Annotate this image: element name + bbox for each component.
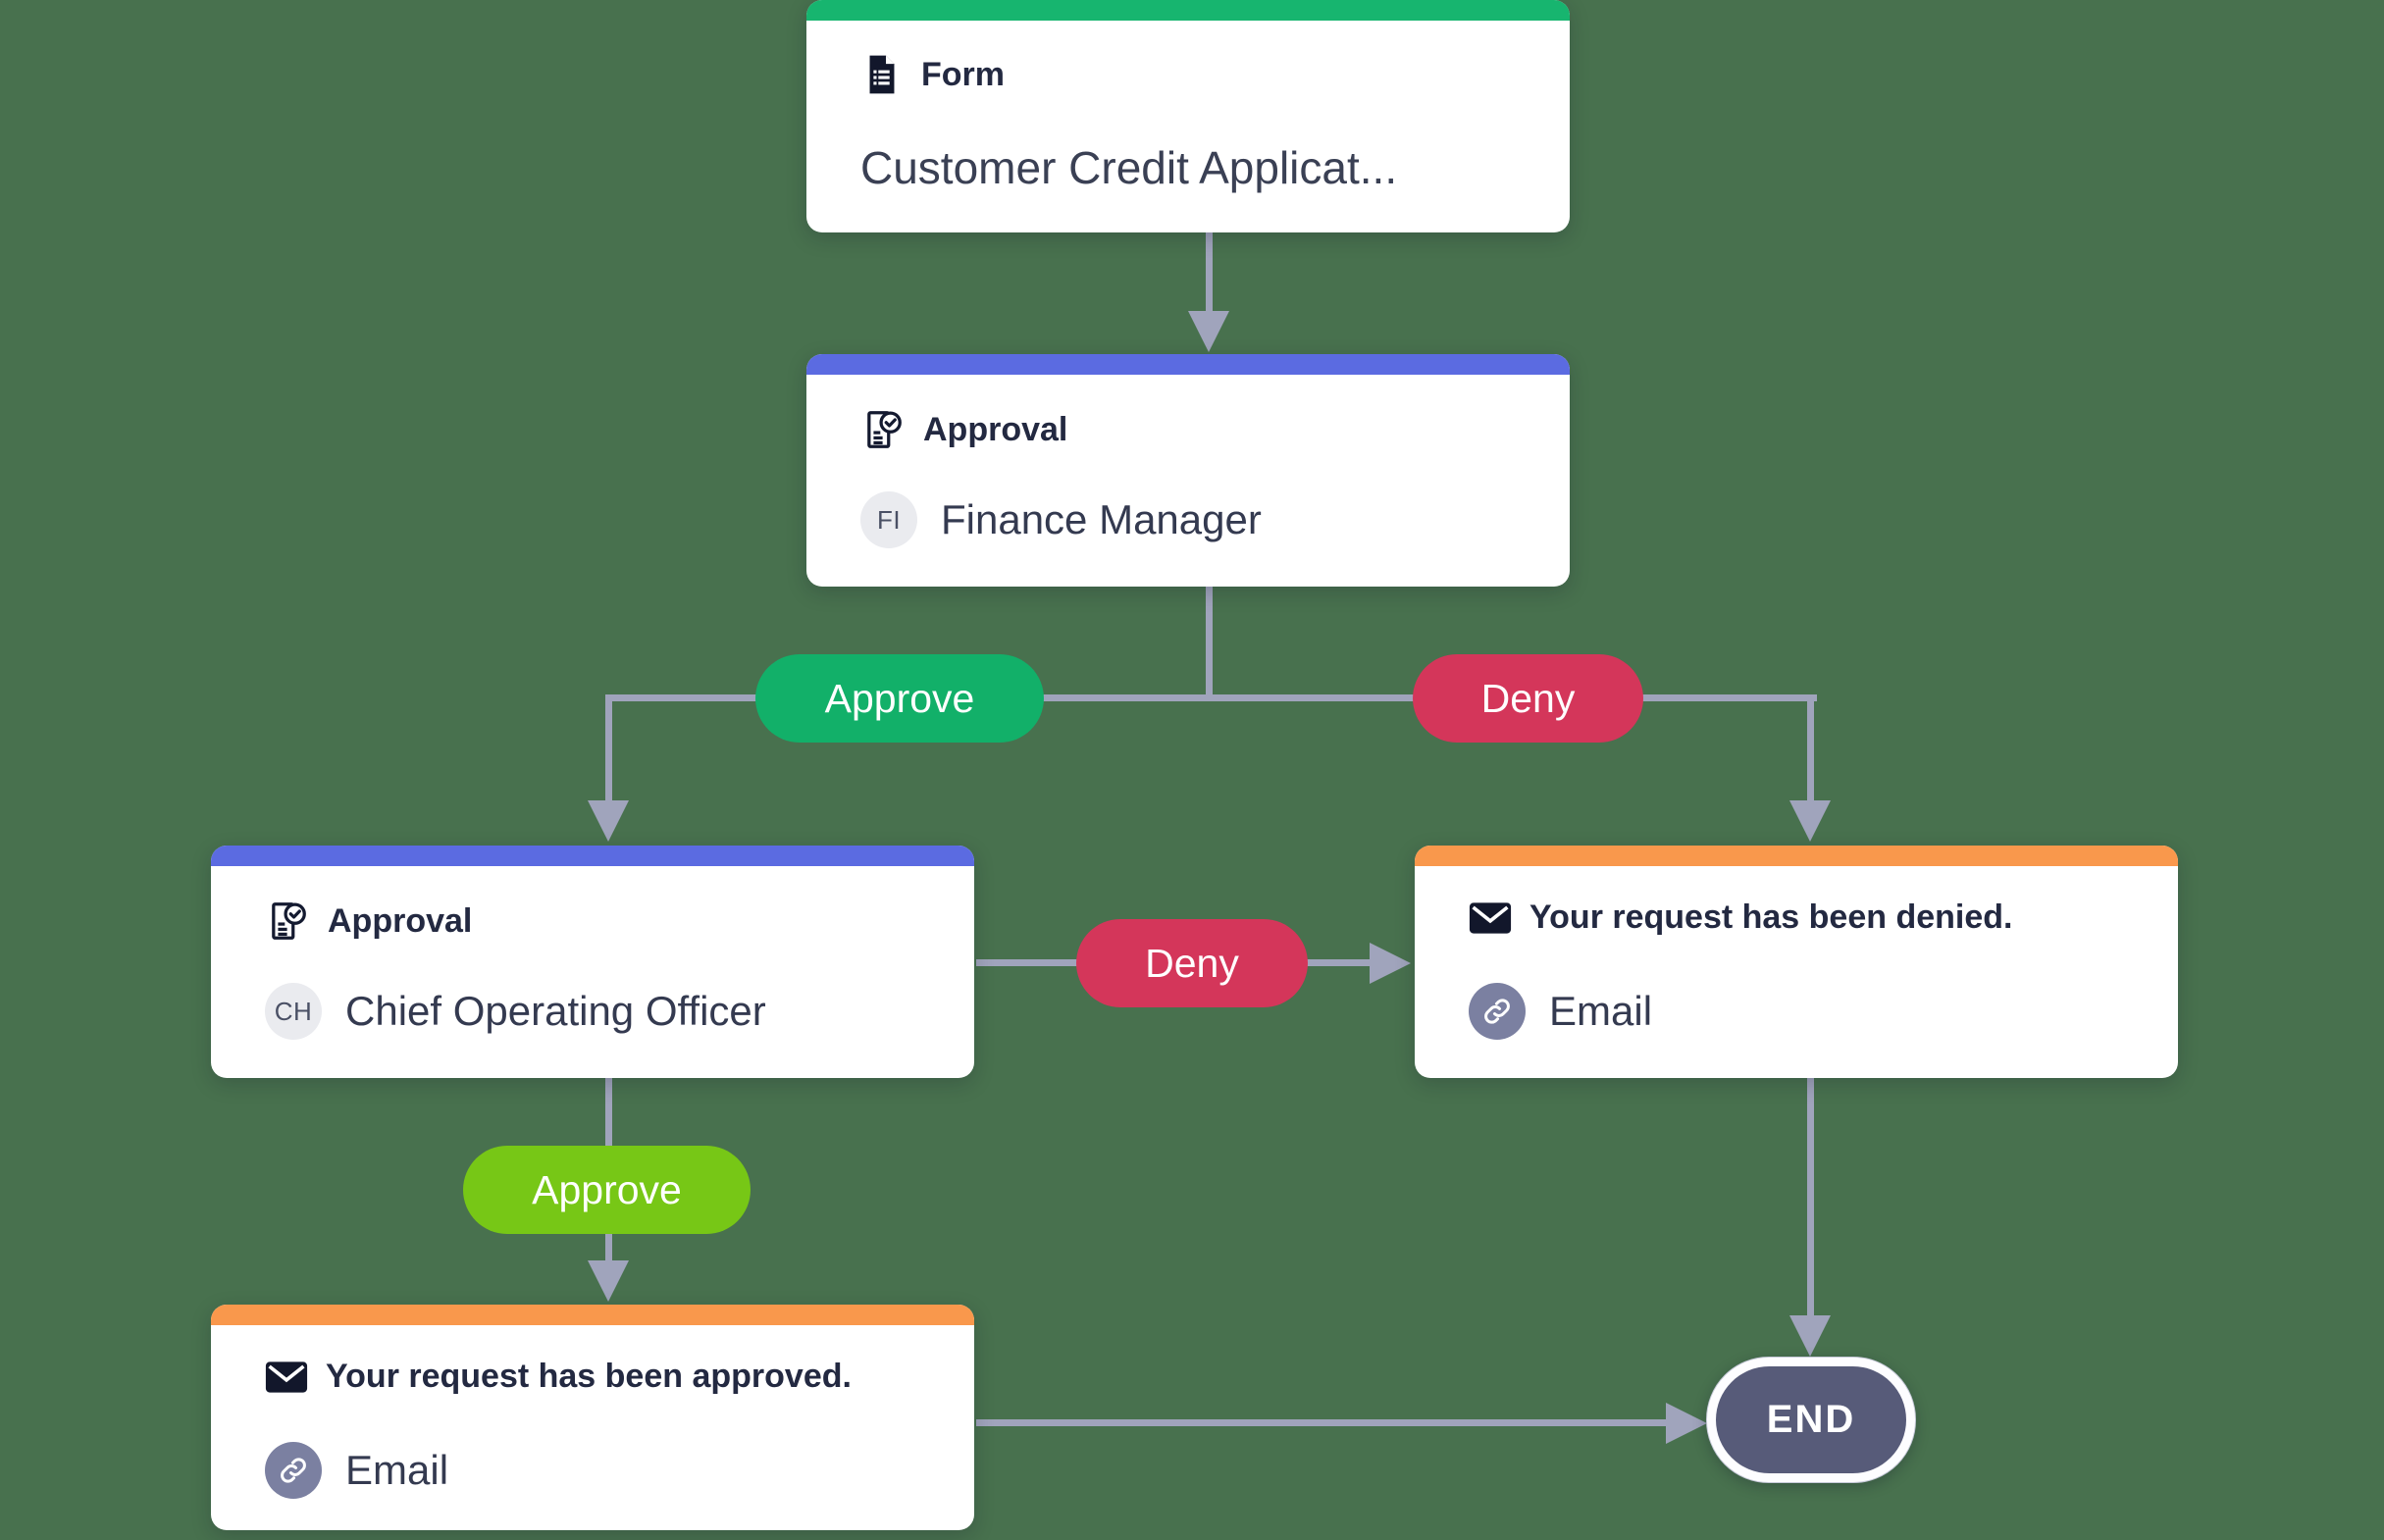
email-subject: Your request has been denied.: [1529, 898, 2013, 936]
end-label: END: [1716, 1366, 1906, 1473]
assignee-name: Chief Operating Officer: [345, 988, 766, 1034]
accent-bar: [1415, 846, 2178, 866]
channel-label: Email: [1549, 988, 1653, 1034]
node-header: Approval: [265, 898, 472, 944]
node-header: Approval: [860, 407, 1067, 452]
mail-icon: [265, 1360, 308, 1394]
approval-icon: [265, 898, 310, 944]
node-header: Your request has been denied.: [1469, 898, 2013, 937]
node-approved-email[interactable]: Your request has been approved. Email: [211, 1305, 974, 1530]
node-end[interactable]: END: [1706, 1357, 1916, 1483]
link-icon: [265, 1442, 322, 1499]
connector-finance-branch-bar: [605, 694, 1817, 701]
link-icon: [1469, 983, 1526, 1040]
form-icon: [860, 53, 904, 96]
mail-icon: [1469, 901, 1512, 935]
branch-pill-label: Approve: [824, 675, 975, 721]
connector-deny-drop: [1807, 694, 1814, 804]
node-header: Your request has been approved.: [265, 1358, 852, 1396]
branch-pill-approve[interactable]: Approve: [755, 654, 1044, 743]
node-type-label: Form: [921, 55, 1005, 93]
accent-bar: [806, 354, 1570, 375]
form-title: Customer Credit Applicat...: [860, 142, 1398, 193]
accent-bar: [806, 0, 1570, 21]
email-subject: Your request has been approved.: [326, 1358, 852, 1395]
arrowhead-right-icon: [1370, 943, 1411, 984]
accent-bar: [211, 846, 974, 866]
arrowhead-down-icon: [1789, 1315, 1831, 1357]
channel-label: Email: [345, 1447, 449, 1493]
node-header: Form: [860, 53, 1005, 96]
branch-pill-deny[interactable]: Deny: [1076, 919, 1308, 1007]
node-form[interactable]: Form Customer Credit Applicat...: [806, 0, 1570, 232]
avatar: CH: [265, 983, 322, 1040]
branch-pill-label: Deny: [1480, 675, 1576, 721]
assignee-row: FI Finance Manager: [860, 491, 1262, 548]
arrowhead-down-icon: [588, 800, 629, 842]
channel-row: Email: [1469, 983, 1652, 1040]
accent-bar: [211, 1305, 974, 1325]
node-type-label: Approval: [923, 410, 1068, 448]
connector-denied-to-end: [1807, 1074, 1814, 1319]
arrowhead-right-icon: [1666, 1403, 1707, 1444]
connector-finance-branch-stem: [1206, 587, 1213, 701]
branch-pill-approve[interactable]: Approve: [463, 1146, 751, 1234]
avatar: FI: [860, 491, 917, 548]
node-denied-email[interactable]: Your request has been denied. Email: [1415, 846, 2178, 1078]
node-type-label: Approval: [328, 901, 473, 940]
approval-icon: [860, 407, 906, 452]
branch-pill-label: Approve: [532, 1166, 682, 1212]
arrowhead-down-icon: [1789, 800, 1831, 842]
arrowhead-down-icon: [1188, 311, 1229, 352]
assignee-row: CH Chief Operating Officer: [265, 983, 766, 1040]
connector-form-to-finance: [1206, 232, 1213, 313]
connector-approve-drop: [605, 694, 612, 804]
branch-pill-deny[interactable]: Deny: [1413, 654, 1643, 743]
branch-pill-label: Deny: [1145, 940, 1239, 986]
node-finance-approval[interactable]: Approval FI Finance Manager: [806, 354, 1570, 587]
channel-row: Email: [265, 1442, 448, 1499]
node-coo-approval[interactable]: Approval CH Chief Operating Officer: [211, 846, 974, 1078]
assignee-name: Finance Manager: [941, 496, 1262, 542]
arrowhead-down-icon: [588, 1260, 629, 1302]
connector-approved-to-end: [976, 1419, 1669, 1426]
